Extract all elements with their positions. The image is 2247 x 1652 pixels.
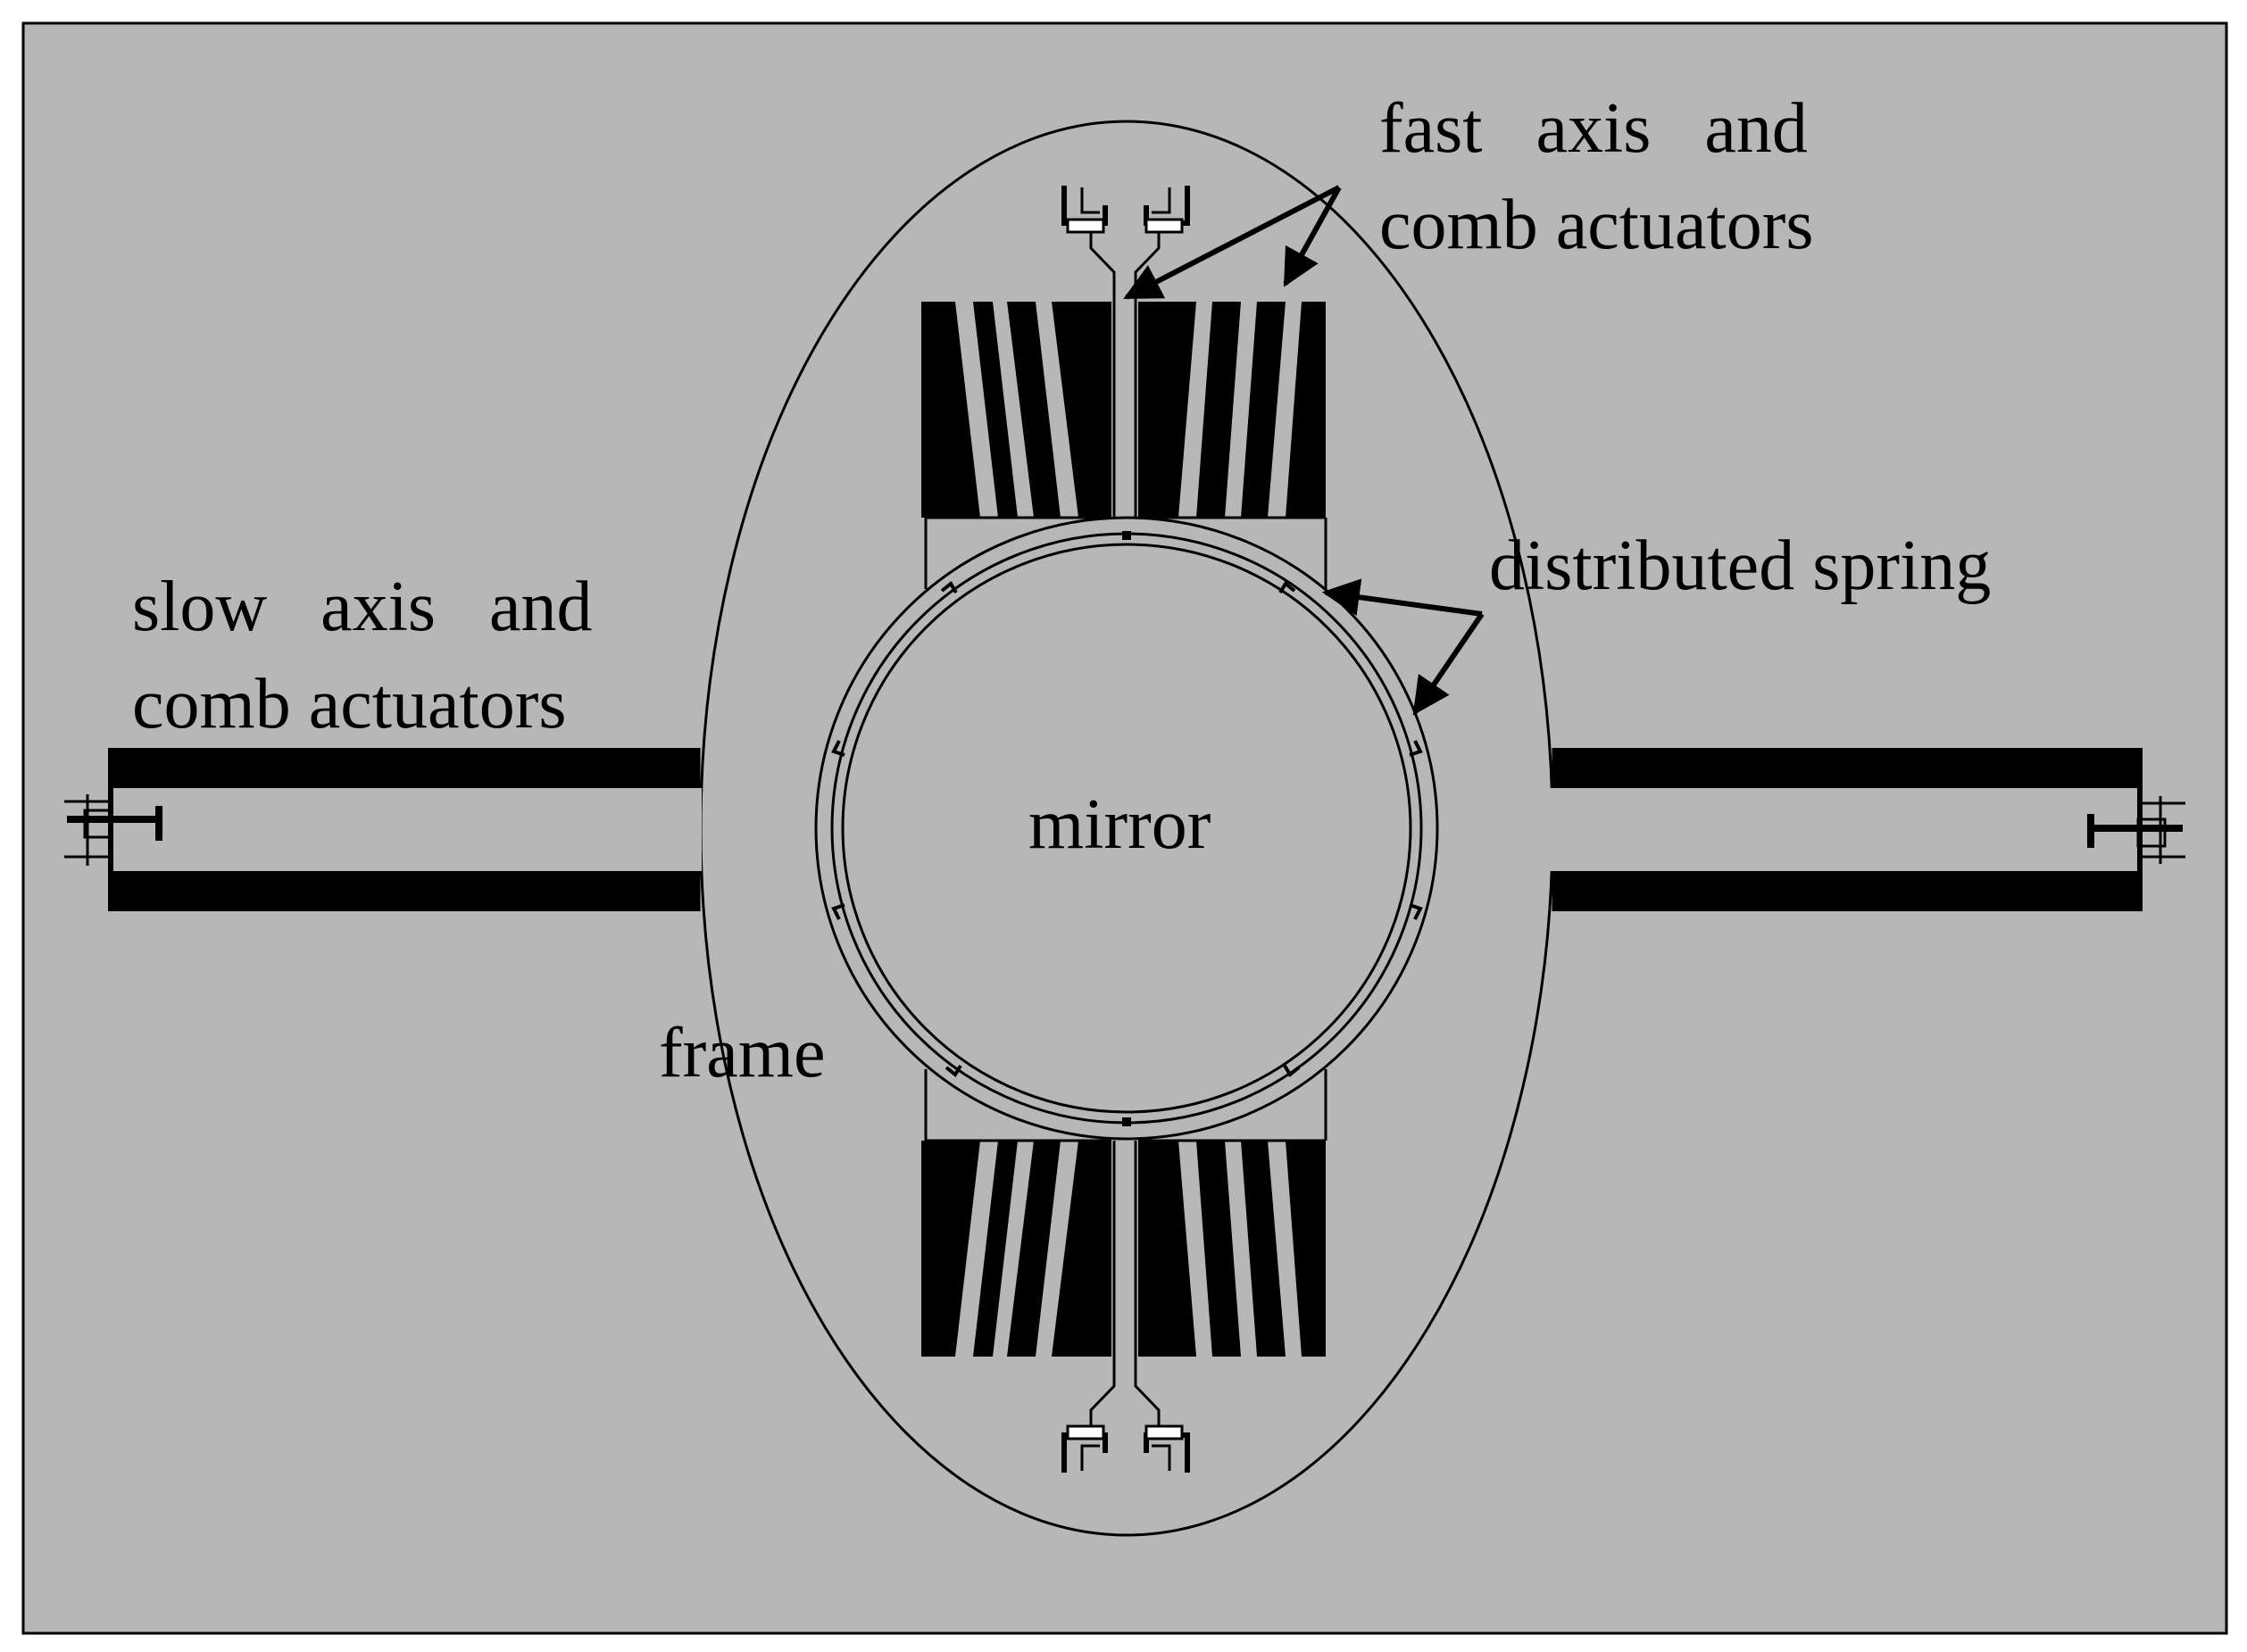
arrow-fast-axis-beam — [1123, 185, 1341, 300]
annotation-arrows — [1123, 185, 1485, 716]
label-fast-axis-line2: comb actuators — [1379, 186, 1813, 264]
label-slow-axis-line2: comb actuators — [132, 665, 566, 743]
label-frame: frame — [659, 1014, 826, 1092]
slow-axis-beams — [108, 748, 2143, 911]
fast-axis-comb-bottom — [921, 1141, 1326, 1357]
slow-axis-beam-left-top — [108, 748, 699, 788]
slow-axis-anchor-right — [2087, 796, 2185, 864]
fast-axis-anchor-top — [1061, 186, 1190, 234]
spring-anchors — [831, 531, 1423, 1126]
slow-axis-anchor-left — [64, 794, 162, 866]
arrow-fast-axis-comb — [1283, 186, 1342, 287]
slow-axis-beam-left-bottom — [108, 871, 699, 911]
label-distributed-spring: distributed spring — [1489, 527, 1991, 605]
arrow-spring-upper — [1321, 578, 1483, 617]
label-mirror: mirror — [1028, 785, 1211, 864]
slow-axis-beam-right-top — [1553, 748, 2143, 788]
fast-axis-anchor-bottom — [1061, 1424, 1190, 1473]
gimbal-plate — [924, 516, 1327, 1142]
slow-axis-beam-right-bottom — [1553, 871, 2143, 911]
mirror-plate — [841, 543, 1412, 1114]
label-slow-axis-line1: slow axis and — [132, 568, 593, 646]
fast-axis-comb-top — [921, 302, 1326, 518]
label-fast-axis-line1: fast axis and — [1379, 89, 1808, 168]
arrow-spring-lower — [1412, 612, 1485, 716]
